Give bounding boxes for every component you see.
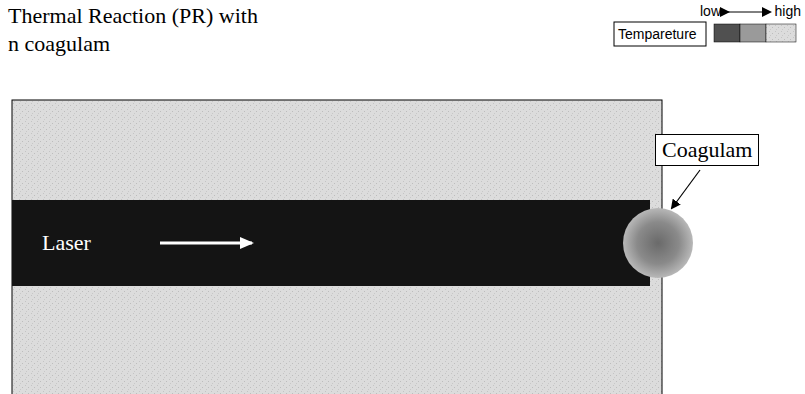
laser-band: Laser: [12, 200, 152, 286]
beam-arrow: [160, 242, 252, 245]
label: low: [700, 3, 721, 19]
leader-line: [672, 170, 700, 208]
label: high: [775, 3, 801, 19]
laser-beam: [12, 200, 650, 286]
legend-box: [614, 22, 706, 46]
swatch-mid: [740, 24, 766, 42]
swatch-high: [766, 24, 796, 42]
node-text: Laser: [42, 230, 91, 256]
tissue-block: [12, 100, 662, 394]
node-text: Coagulam: [662, 137, 752, 162]
coagulum: [623, 208, 693, 278]
scale-arrow: [728, 12, 770, 13]
title: Thermal Reaction (PR) with n coagulam: [8, 2, 262, 58]
label: Tempareture: [618, 26, 697, 42]
callout-box: Coagulam: [655, 134, 759, 166]
swatch-low: [714, 24, 740, 42]
